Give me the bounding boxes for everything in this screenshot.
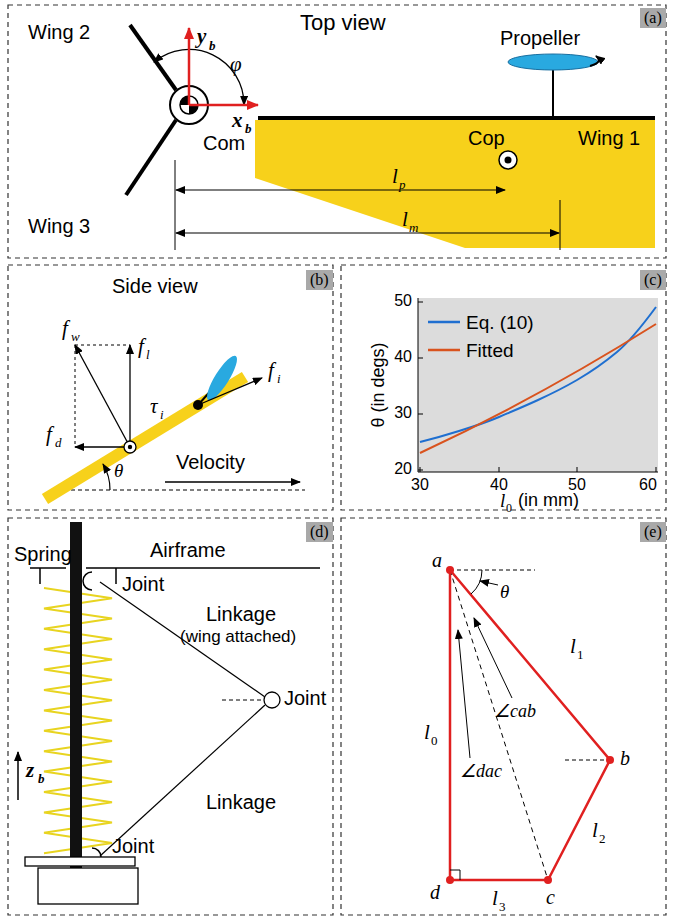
label: i [160,408,164,421]
label: Joint [122,574,164,594]
label: l [570,636,576,657]
label: Side view [112,276,198,296]
legend-entry: Fitted [466,341,514,360]
label: Cop [468,128,505,148]
label: d [430,882,440,902]
label: 1 [577,648,584,661]
panel-letter: (a) [644,9,662,26]
label: b [620,748,630,768]
label: Propeller [500,28,580,48]
panel-letter: (c) [644,271,662,288]
panel-tag: (a) [640,8,666,28]
label: θ [114,461,123,480]
panel-tag: (c) [640,270,666,290]
label: Linkage [206,792,276,812]
label: θ [500,582,509,601]
label: l [392,166,398,187]
label: m [409,221,418,234]
label: f [138,336,144,357]
label: Airframe [150,540,226,560]
label: Linkage [206,604,276,624]
label: l [592,820,598,841]
label: φ [230,54,242,75]
label: l [500,491,505,510]
geometry-art [446,566,614,884]
label: f [46,424,52,445]
panel-letter: (e) [644,523,662,540]
label: l [492,888,498,909]
label: ∠cab [494,702,536,720]
label: p [399,178,406,191]
label: θ (in degs) [369,342,387,427]
label: b [38,772,45,785]
side-view-art [45,345,305,499]
label: 2 [599,832,606,845]
label: Joint [284,688,326,708]
label: 50 [394,293,412,309]
label: a [432,550,442,570]
label: d [55,436,62,449]
label: 0 [506,502,512,514]
legend-entry: Eq. (10) [466,313,534,332]
label: w [71,330,80,343]
label: l [402,209,408,230]
label: 60 [639,477,657,493]
label: Top view [300,12,386,34]
label: 20 [394,461,412,477]
panel-tag: (d) [306,522,333,542]
label: 0 [431,734,438,747]
label: Spring [14,544,72,564]
label: z [26,760,34,781]
label: 40 [394,349,412,365]
plot-art [418,298,658,472]
label: b [245,122,252,135]
label: 30 [394,405,412,421]
label: i [277,372,281,385]
mechanism-art [18,522,320,904]
panel-tag: (b) [306,270,333,290]
label: Joint [112,836,154,856]
label: Velocity [176,452,245,472]
label: (wing attached) [180,628,296,645]
panel-tag: (e) [640,522,666,542]
panel-letter: (b) [310,271,329,288]
label: c [546,887,555,907]
label: l [146,348,150,361]
label: Wing 3 [28,216,90,236]
label: Wing 2 [28,22,90,42]
label: l [424,722,430,743]
top-view-art [126,25,655,250]
label: x [232,110,243,131]
label: τ [150,396,158,417]
label: ∠dac [460,762,502,780]
label: 30 [411,477,429,493]
label: y [197,26,206,47]
panel-frames [8,5,666,915]
label: Com [203,133,245,153]
label: Wing 1 [578,128,640,148]
label: (in mm) [518,491,579,509]
label: 3 [499,900,506,913]
label: f [268,360,274,381]
panel-letter: (d) [310,523,329,540]
label: b [209,39,216,52]
label: f [62,318,68,339]
